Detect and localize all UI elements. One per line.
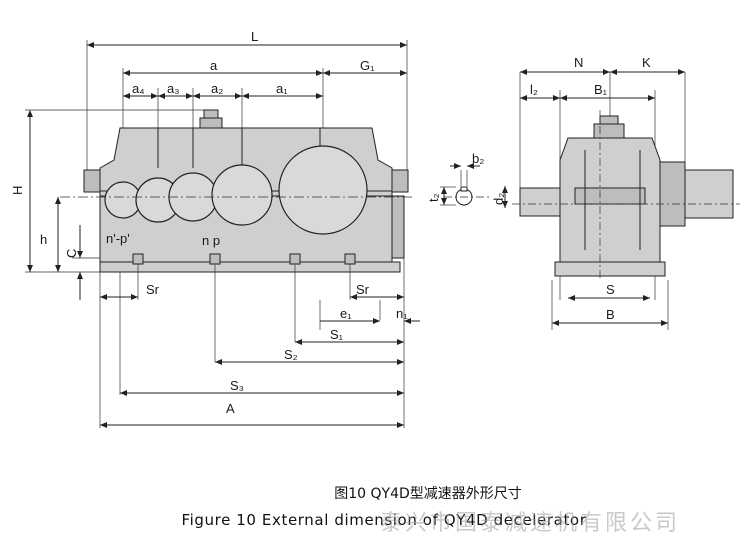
- dim-K: K: [642, 55, 651, 70]
- dim-A: A: [226, 401, 235, 416]
- right-shaft-stub: [391, 169, 409, 193]
- dim-a4: a₄: [132, 81, 145, 96]
- dim-B1: B₁: [594, 82, 608, 97]
- side-flange: [391, 195, 405, 259]
- dim-S3: S₃: [230, 378, 244, 393]
- label-n-p: n p: [202, 233, 220, 248]
- dim-t2: t₂: [426, 193, 441, 202]
- input-shaft: [519, 187, 561, 217]
- dim-H: H: [10, 186, 25, 195]
- keyway-detail: b₂ t₂ d₂: [426, 151, 508, 208]
- dim-h: h: [40, 232, 47, 247]
- dim-a3: a₃: [167, 81, 180, 96]
- gear-stage-1: [278, 145, 368, 235]
- dim-Sr-left: Sr: [146, 282, 160, 297]
- dim-N: N: [574, 55, 583, 70]
- output-shaft: [684, 169, 734, 219]
- dim-n1: n₁: [396, 306, 408, 321]
- dim-a1: a₁: [276, 81, 288, 96]
- dim-B: B: [606, 307, 615, 322]
- dim-b2: b₂: [472, 151, 484, 166]
- dim-S1: S₁: [330, 327, 344, 342]
- dim-S: S: [606, 282, 615, 297]
- label-n-p-prime: n'-p': [106, 231, 130, 246]
- watermark: 泰兴市国泰减速机有限公司: [380, 511, 680, 536]
- dim-a2: a₂: [211, 81, 223, 96]
- front-view: L a G₁ a₄ a₃ a₂ a₁ H h C n'-p' n p Sr Sr…: [10, 29, 420, 428]
- dim-Sr-right: Sr: [356, 282, 370, 297]
- side-view: N K l₂ B₁ S B: [512, 55, 740, 330]
- dim-e1: e₁: [340, 306, 352, 321]
- dim-L: L: [251, 29, 258, 44]
- gear-stage-2b: [211, 164, 273, 226]
- caption-chinese: 图10 QY4D型减速器外形尺寸: [334, 486, 522, 502]
- dim-S2: S₂: [284, 347, 298, 362]
- side-base: [554, 261, 666, 277]
- dim-d2: d₂: [491, 193, 506, 205]
- dim-a: a: [210, 58, 218, 73]
- dim-C: C: [64, 249, 79, 258]
- base-plate: [99, 261, 401, 273]
- dim-l2: l₂: [530, 82, 538, 97]
- dim-G1: G₁: [360, 58, 375, 73]
- left-shaft-stub: [83, 169, 101, 193]
- caption-english: Figure 10 External dimension of QY4D dec…: [182, 511, 587, 529]
